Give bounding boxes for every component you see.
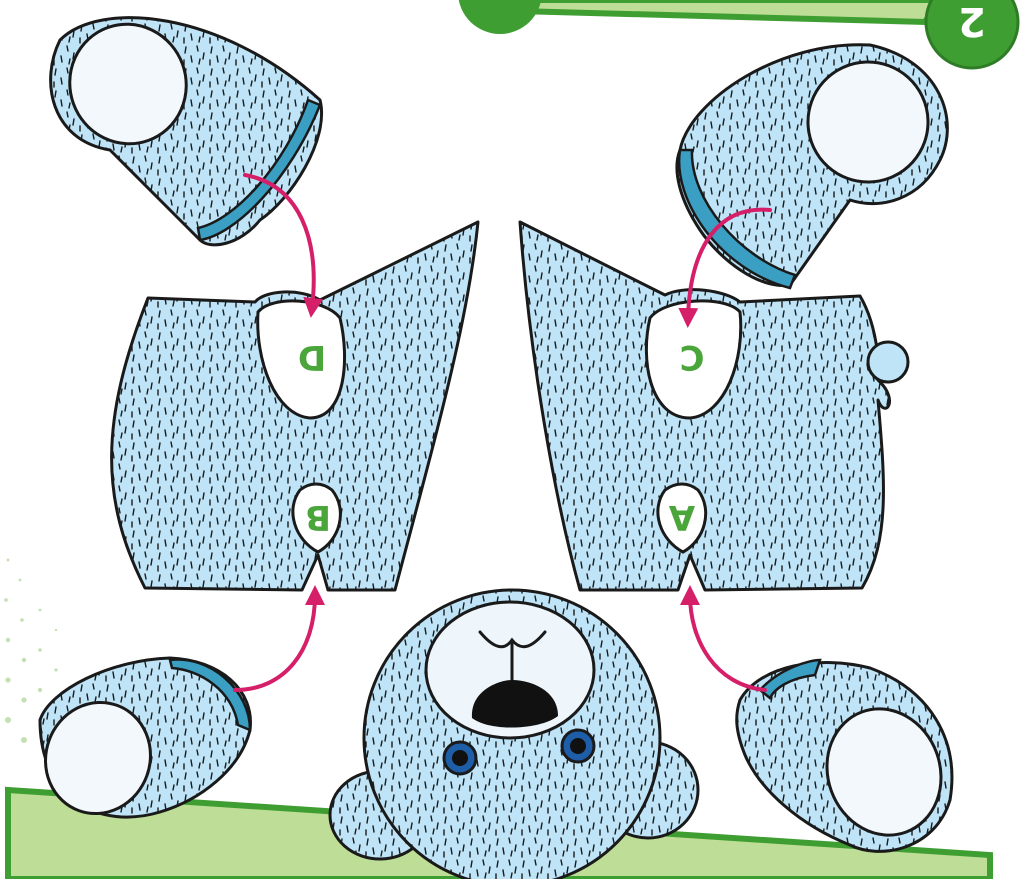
armhole-c (644, 299, 743, 420)
arrow-sleeve-to-d (243, 173, 324, 318)
top-banner (458, 0, 944, 34)
bear-nose (471, 680, 558, 728)
label-b: B (305, 497, 331, 537)
body-piece-right: C A (518, 220, 910, 592)
arrow-sleeve-to-b (233, 585, 325, 692)
bear-mouth (478, 630, 547, 682)
arrow-sleeve-to-c (678, 207, 772, 328)
sleeve-top-left (49, 16, 323, 247)
bear-head (328, 588, 700, 879)
label-c: C (680, 337, 705, 377)
halftone-dots (4, 558, 58, 743)
sleeve-bottom-left (38, 656, 252, 819)
label-d: D (298, 337, 326, 377)
label-a: A (668, 497, 695, 537)
step-badge: 2 (924, 0, 1020, 70)
arrows (233, 173, 772, 692)
top-badge (458, 0, 542, 34)
leghole-b (291, 482, 342, 554)
leghole-a (656, 482, 708, 554)
sleeve-bottom-right (735, 658, 954, 853)
armhole-d (256, 299, 346, 420)
tail-nub (866, 340, 910, 384)
sleeve-top-right (675, 43, 949, 290)
arrow-sleeve-to-a (680, 585, 767, 692)
step-number: 2 (958, 0, 986, 44)
body-piece-left: D B (110, 220, 480, 592)
